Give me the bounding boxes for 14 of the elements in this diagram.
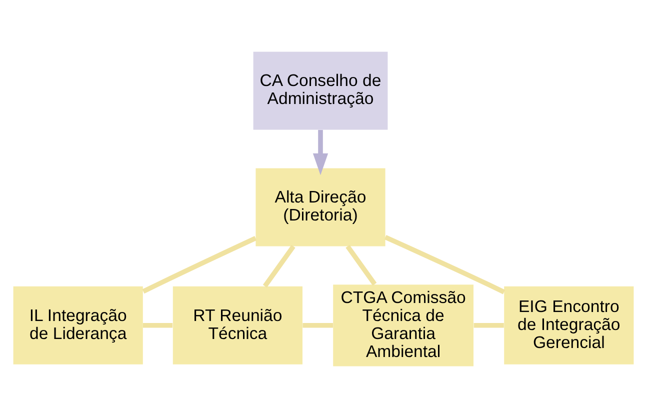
node-box: CTGA Comissão Técnica de Garantia Ambiental: [333, 284, 474, 366]
node-box: Alta Direção (Diretoria): [256, 168, 386, 246]
connector: [384, 234, 506, 294]
connector: [346, 244, 377, 286]
arrow: [312, 129, 328, 175]
connector: [142, 322, 173, 328]
connector: [142, 236, 257, 294]
connector: [474, 322, 504, 328]
connector: [302, 322, 333, 328]
node-box: EIG Encontro de Integração Gerencial: [504, 286, 634, 364]
connector: [262, 244, 296, 288]
node-box: RT Reunião Técnica: [172, 286, 302, 364]
node-box: IL Integração de Liderança: [13, 286, 143, 364]
node-box: CA Conselho de Administração: [253, 51, 388, 130]
